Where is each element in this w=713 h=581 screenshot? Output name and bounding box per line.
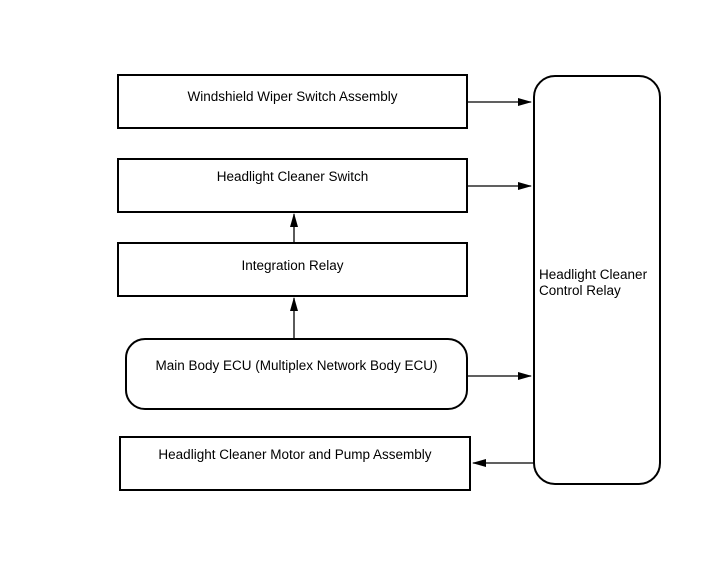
control-relay-label-line2: Control Relay [539,283,621,298]
windshield-wiper-switch-block: Windshield Wiper Switch Assembly [117,74,468,129]
headlight-cleaner-control-relay-block: Headlight Cleaner Control Relay [533,75,661,485]
control-relay-label-line1: Headlight Cleaner [539,267,648,282]
control-relay-label: Headlight Cleaner Control Relay [539,267,659,299]
integration-relay-label: Integration Relay [241,258,344,273]
headlight-cleaner-switch-label: Headlight Cleaner Switch [216,169,369,184]
windshield-wiper-switch-label: Windshield Wiper Switch Assembly [187,89,398,104]
headlight-cleaner-switch-block: Headlight Cleaner Switch [117,158,468,213]
motor-pump-assembly-label: Headlight Cleaner Motor and Pump Assembl… [158,447,432,462]
motor-pump-assembly-block: Headlight Cleaner Motor and Pump Assembl… [119,436,471,491]
main-body-ecu-label: Main Body ECU (Multiplex Network Body EC… [155,358,438,373]
main-body-ecu-block: Main Body ECU (Multiplex Network Body EC… [125,338,468,410]
integration-relay-block: Integration Relay [117,242,468,297]
